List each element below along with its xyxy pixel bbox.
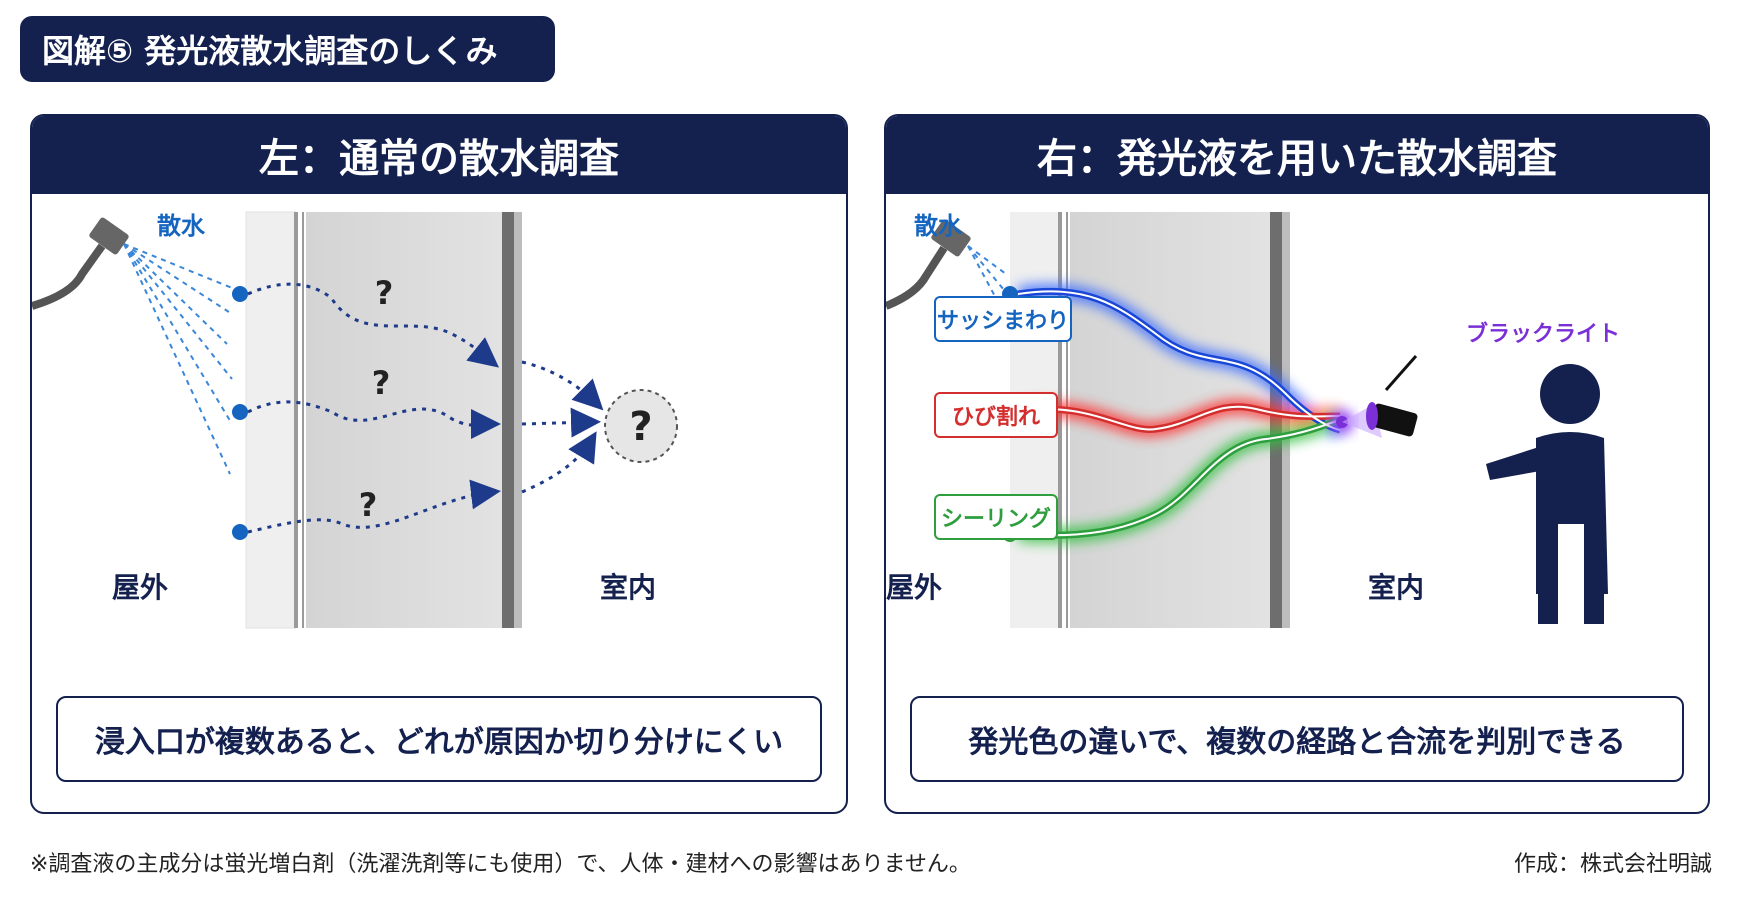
nozzle-icon: [89, 217, 129, 255]
inside-label: 室内: [600, 571, 657, 604]
question-mark: ?: [629, 404, 652, 450]
question-mark: ?: [372, 364, 391, 402]
entry-point: [232, 524, 248, 540]
leak-path: [521, 431, 597, 494]
figure-title: 図解⑤ 発光液散水調査のしくみ: [20, 16, 555, 82]
inside-label: 室内: [1368, 571, 1425, 604]
nozzle-icon: [931, 219, 971, 257]
flashlight-icon: [1366, 402, 1418, 437]
hose-icon: [886, 245, 948, 310]
person-icon: [1486, 364, 1608, 624]
question-mark: ?: [375, 274, 394, 312]
question-mark: ?: [359, 486, 378, 524]
blacklight-label: ブラックライト: [1466, 322, 1621, 347]
leak-path: [247, 400, 501, 440]
left-panel: 左：通常の散水調査: [30, 114, 848, 814]
right-panel-header: 右：発光液を用いた散水調査: [886, 116, 1708, 194]
wall-stud-line: [1058, 212, 1062, 628]
credit: 作成：株式会社明誠: [1513, 852, 1712, 877]
footnote: ※調査液の主成分は蛍光増白剤（洗濯洗剤等にも使用）で、人体・建材への影響はありま…: [30, 852, 971, 877]
right-diagram: [886, 212, 1608, 628]
tag-sash: サッシまわり: [934, 296, 1072, 342]
unknown-source-circle: [604, 389, 678, 463]
wall-stud-line: [294, 212, 298, 628]
spray-label: 散水: [157, 212, 205, 240]
spray-label: 散水: [914, 212, 962, 240]
right-panel: 右：発光液を用いた散水調査: [884, 114, 1710, 814]
outside-label: 屋外: [112, 571, 169, 604]
interior-wall-layer: [502, 212, 514, 628]
blacklight-pointer: [1384, 355, 1418, 391]
leak-path: [521, 360, 604, 411]
leak-path: [521, 407, 601, 438]
exterior-wall-layer: [246, 212, 296, 628]
outside-label: 屋外: [886, 571, 943, 604]
leak-path: [247, 479, 501, 534]
entry-point: [232, 286, 248, 302]
tag-sealing: シーリング: [934, 494, 1058, 540]
left-panel-header: 左：通常の散水調査: [32, 116, 846, 194]
left-caption: 浸入口が複数あると、どれが原因か切り分けにくい: [56, 696, 822, 782]
wall-cavity: [306, 212, 502, 628]
entry-point: [232, 404, 248, 420]
left-diagram: ? ? ? ?: [32, 211, 678, 629]
right-caption: 発光色の違いで、複数の経路と合流を判別できる: [910, 696, 1684, 782]
tag-crack: ひび割れ: [934, 392, 1058, 438]
hose-icon: [32, 243, 106, 310]
